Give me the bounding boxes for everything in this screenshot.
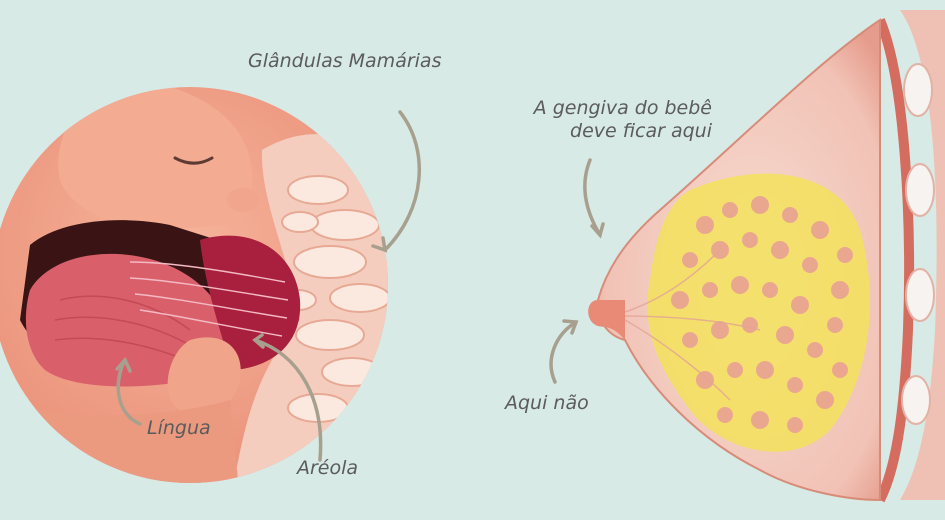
breast-cross-section: [588, 10, 945, 500]
label-lingua: Língua: [147, 417, 211, 440]
label-gengiva: A gengiva do bebê deve ficar aqui: [512, 97, 712, 143]
nipple: [588, 300, 625, 340]
label-areola: Aréola: [297, 457, 358, 480]
label-glandulas-mamarias: Glândulas Mamárias: [248, 50, 441, 73]
label-gengiva-line2: deve ficar aqui: [512, 120, 712, 143]
arrow-glandulas: [385, 112, 419, 250]
arrow-gengiva: [585, 160, 600, 235]
label-gengiva-line1: A gengiva do bebê: [512, 97, 712, 120]
label-aqui-nao: Aqui não: [505, 392, 589, 415]
